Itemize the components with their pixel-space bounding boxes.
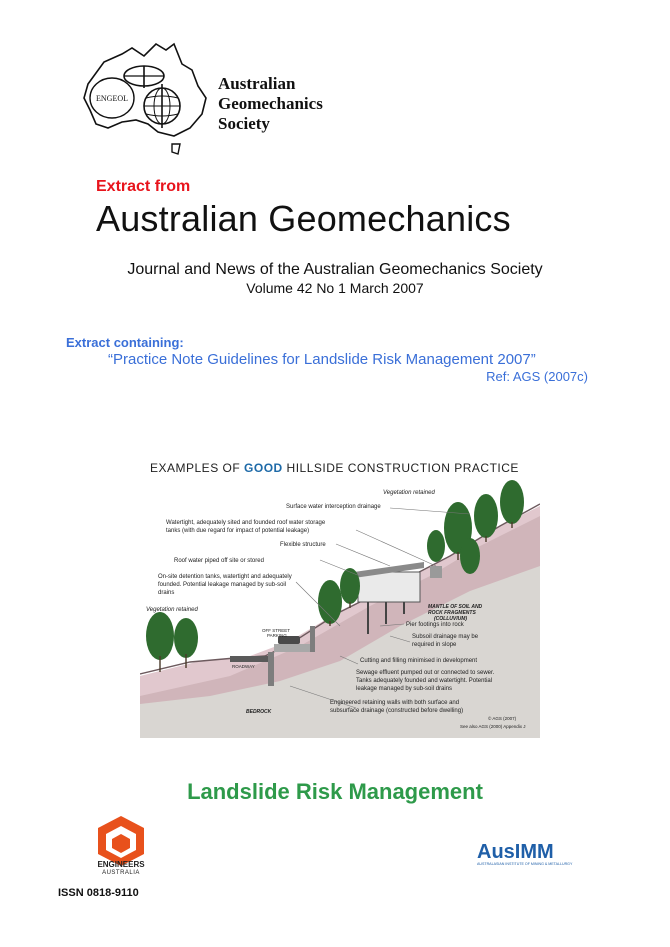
label-roof-water: Roof water piped off site or stored (174, 558, 264, 564)
label-onsite: drains (158, 590, 174, 596)
label-mantle: ROCK FRAGMENTS (428, 610, 476, 616)
journal-title: Australian Geomechanics (96, 198, 511, 239)
label-subsoil: required in slope (412, 642, 457, 648)
diagram-title: EXAMPLES OF GOOD HILLSIDE CONSTRUCTION P… (150, 461, 519, 475)
label-mantle: (COLLUVIUM) (434, 616, 467, 622)
ausimm-tagline: AUSTRALASIAN INSTITUTE OF MINING & METAL… (477, 862, 573, 866)
label-flexible: Flexible structure (280, 542, 326, 548)
extract-from-label: Extract from (96, 178, 191, 195)
extract-containing-label: Extract containing: (66, 335, 184, 350)
ausimm-logo: AusIMM AUSTRALASIAN INSTITUTE OF MINING … (477, 841, 573, 866)
journal-issue: Volume 42 No 1 March 2007 (246, 280, 424, 296)
label-sewage: leakage managed by sub-soil drains (356, 686, 452, 692)
label-copyright: © AGS (2007) (488, 715, 517, 721)
label-mantle: MANTLE OF SOIL AND (428, 604, 483, 610)
label-onsite: On-site detention tanks, watertight and … (158, 574, 292, 580)
hillside-construction-diagram: Vegetation retained Surface water interc… (140, 480, 540, 738)
engineers-australia-label: ENGINEERS (97, 860, 145, 869)
issn-number: ISSN 0818-9110 (58, 887, 139, 899)
diagram-title-before: EXAMPLES OF (150, 461, 245, 475)
label-pier: Pier footings into rock (406, 622, 465, 628)
reference-code: Ref: AGS (2007c) (486, 369, 588, 384)
label-roadway: ROADWAY (232, 664, 255, 669)
label-sewage: Tanks adequately founded and watertight.… (356, 678, 492, 684)
ausimm-wordmark: AusIMM (477, 841, 554, 863)
label-surface-water: Surface water interception drainage (286, 504, 381, 510)
label-see-also: See also AGS (2000) Appendix J (460, 724, 526, 729)
diagram-title-after: HILLSIDE CONSTRUCTION PRACTICE (282, 461, 519, 475)
engineers-australia-logo (98, 816, 144, 866)
label-vegetation-top: Vegetation retained (383, 490, 435, 496)
label-sewage: Sewage effluent pumped out or connected … (356, 670, 495, 676)
journal-subtitle: Journal and News of the Australian Geome… (127, 261, 543, 278)
label-engineered: subsurface drainage (constructed before … (330, 708, 463, 714)
label-subsoil: Subsoil drainage may be (412, 634, 479, 640)
society-name-line: Society (218, 114, 270, 133)
practice-note-title: “Practice Note Guidelines for Landslide … (108, 351, 536, 368)
society-name-line: Geomechanics (218, 94, 323, 113)
label-off-street: OFF STREET (262, 628, 290, 633)
ags-society-logo: ENGEOL (83, 42, 207, 155)
label-watertight: Watertight, adequately sited and founded… (166, 520, 326, 526)
label-engineered: Engineered retaining walls with both sur… (330, 700, 459, 706)
landslide-title: Landslide Risk Management (187, 779, 483, 804)
diagram-title-highlight: GOOD (244, 461, 283, 475)
society-name-line: Australian (218, 74, 296, 93)
label-off-street: PARKING (267, 633, 287, 638)
label-watertight: tanks (with due regard for impact of pot… (166, 528, 309, 534)
engineers-australia-name: ENGINEERS AUSTRALIA (86, 860, 156, 878)
engineers-australia-sublabel: AUSTRALIA (102, 870, 140, 876)
label-bedrock: BEDROCK (246, 709, 272, 715)
label-cutting: Cutting and filling minimised in develop… (360, 658, 477, 664)
society-name: Australian Geomechanics Society (218, 74, 323, 134)
label-onsite: founded. Potential leakage managed by su… (158, 582, 286, 588)
ags-logo-lettering: ENGEOL (96, 94, 128, 103)
label-vegetation-left: Vegetation retained (146, 607, 198, 613)
